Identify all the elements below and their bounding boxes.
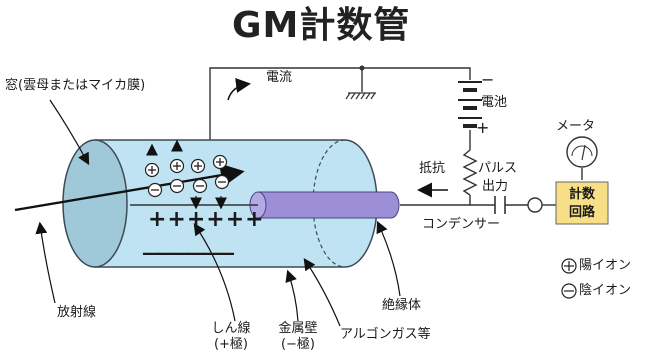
- pulse-label-1: パルス: [478, 161, 518, 176]
- resistor-icon: [462, 149, 478, 196]
- insulator-label: 絶縁体: [382, 298, 422, 313]
- junction-dot: [359, 65, 365, 71]
- ion-cluster: [144, 154, 230, 198]
- wall-charges: ——————: [142, 243, 235, 264]
- battery-plus-sign: +: [476, 118, 490, 137]
- meter-icon: [566, 136, 598, 168]
- window-label: 窓(雲母またはマイカ膜): [5, 78, 146, 93]
- ground-icon: [345, 92, 376, 100]
- legend-icons: [561, 258, 577, 299]
- radiation-label: 放射線: [57, 305, 97, 320]
- resistor-label: 抵抗: [419, 161, 446, 176]
- ion-motion-arrows: [146, 139, 227, 210]
- counter-label-1: 計数: [568, 187, 595, 202]
- plus-ion-legend: 陽イオン: [579, 258, 632, 273]
- radiation-arrow: [14, 163, 245, 212]
- pulse-label-2: 出力: [482, 179, 509, 194]
- tube-window: [62, 139, 128, 268]
- minus-ion-legend: 陰イオン: [579, 283, 632, 298]
- counter-label-2: 回路: [568, 205, 595, 220]
- insulator-rod: [249, 191, 400, 219]
- output-terminal: [527, 197, 543, 213]
- meter-label: メータ: [556, 119, 596, 134]
- wire-charges: ++++++: [148, 207, 265, 232]
- battery-icon: [458, 81, 482, 128]
- current-label: 電流: [266, 70, 293, 85]
- circuit-wires: [209, 67, 583, 206]
- current-arrow: [227, 78, 251, 101]
- leader-lines: [35, 99, 401, 327]
- diagram-title: GM計数管: [232, 5, 411, 46]
- wall-label-1: 金属壁: [278, 321, 318, 336]
- wire-label-1: しん線: [211, 321, 251, 336]
- battery-label: 電池: [481, 95, 508, 110]
- battery-minus-sign: −: [481, 70, 495, 89]
- condenser-label: コンデンサー: [422, 217, 501, 232]
- wire-label-2: (+極): [213, 337, 249, 352]
- ion-signs: [148, 158, 226, 191]
- wall-label-2: (−極): [280, 337, 316, 352]
- gas-label: アルゴンガス等: [340, 327, 431, 342]
- counter-circuit-box: [555, 181, 609, 225]
- condenser-icon: [494, 196, 506, 214]
